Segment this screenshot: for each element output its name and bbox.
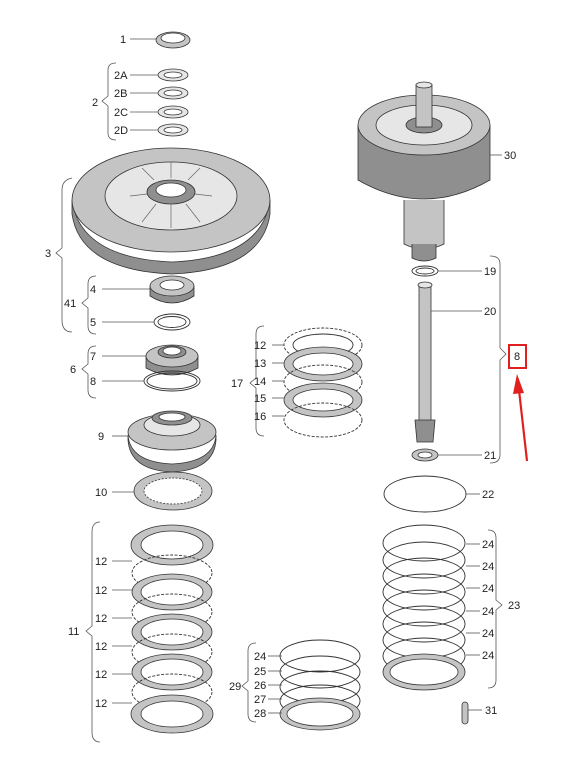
red-arrow [513,374,529,462]
label-part-41: 41 [64,298,76,310]
label-part-21: 21 [484,450,496,462]
bracket-8-right [489,255,507,464]
label-part-26: 26 [254,680,266,692]
bracket-41 [81,275,97,335]
label-part-2a: 2A [114,70,128,82]
part-3-housing [71,147,271,275]
part-7-hub [145,344,199,376]
label-part-4: 4 [90,284,96,296]
label-part-12: 12 [95,585,107,597]
part-23-disc-pack [382,524,466,691]
label-part-30: 30 [504,150,516,162]
part-21-washer [411,448,439,462]
label-part-14: 14 [254,376,266,388]
label-part-17: 17 [231,378,243,390]
label-part-24: 24 [482,583,494,595]
part-5-snap-ring [153,313,191,331]
label-part-12: 12 [254,340,266,352]
bracket-6 [81,345,97,399]
label-part-24: 24 [482,606,494,618]
bracket-2 [101,62,117,141]
label-part-8-left: 8 [90,376,96,388]
label-part-5: 5 [90,317,96,329]
label-part-12: 12 [95,613,107,625]
label-part-2c: 2C [114,107,128,119]
label-part-2d: 2D [114,125,128,137]
part-31-pin [461,701,469,725]
bracket-29 [241,642,257,723]
label-part-24: 24 [482,628,494,640]
label-part-20: 20 [484,306,496,318]
label-part-24: 24 [482,650,494,662]
part-22-snap-ring [383,475,467,513]
label-part-3: 3 [45,248,51,260]
label-part-8-right: 8 [514,351,520,363]
label-part-13: 13 [254,358,266,370]
label-part-12: 12 [95,698,107,710]
part-10-disc [133,471,213,511]
label-part-24: 24 [482,561,494,573]
label-part-2b: 2B [114,88,127,100]
bracket-17 [249,325,265,437]
part-29-disc-pack [279,639,361,731]
label-part-27: 27 [254,694,266,706]
label-part-2: 2 [92,97,98,109]
part-20-shaft [414,281,436,443]
label-part-22: 22 [482,489,494,501]
part-1-ring [155,31,191,49]
part-11-disc-pack [130,524,214,734]
label-part-28: 28 [254,708,266,720]
part-2-shims [157,68,189,137]
bracket-3 [55,177,73,333]
label-part-25: 25 [254,666,266,678]
label-part-23: 23 [508,600,520,612]
part-17-disc-pack [283,327,363,438]
label-part-12: 12 [95,641,107,653]
highlight-box [508,344,527,369]
part-19-ring [411,265,439,277]
part-9-piston [127,410,217,473]
part-30-drum [357,81,491,262]
part-4-bearing [149,275,195,304]
label-part-9: 9 [98,431,104,443]
label-part-24: 24 [482,539,494,551]
leader-lines [102,38,502,714]
label-part-24: 24 [254,651,266,663]
label-part-31: 31 [485,705,497,717]
label-part-1: 1 [120,34,126,46]
label-part-12: 12 [95,556,107,568]
bracket-11 [85,521,101,743]
bracket-23 [487,529,503,689]
label-part-29: 29 [229,681,241,693]
label-part-6: 6 [70,364,76,376]
label-part-11: 11 [68,626,79,638]
label-part-16: 16 [254,411,266,423]
label-part-12: 12 [95,669,107,681]
label-part-19: 19 [484,266,496,278]
label-part-7: 7 [90,351,96,363]
label-part-15: 15 [254,393,266,405]
label-part-10: 10 [95,487,107,499]
